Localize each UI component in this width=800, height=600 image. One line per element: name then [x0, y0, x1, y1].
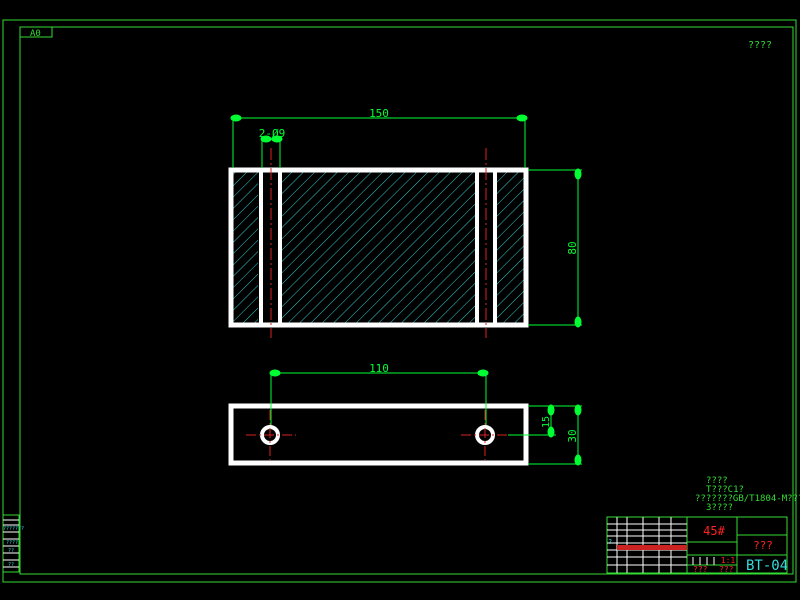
drawing-number: BT-04 — [746, 558, 788, 574]
top-view — [228, 148, 529, 338]
left-label-3: ?? — [8, 548, 14, 554]
dim-hole-height-15: 15 — [541, 416, 552, 428]
left-label-4: ?? — [8, 562, 14, 568]
note-title: ???? — [706, 476, 728, 486]
corner-mark: ???? — [748, 40, 772, 51]
front-view-dimensions — [269, 369, 582, 466]
material: 45# — [703, 524, 725, 538]
checker: ??? — [719, 565, 734, 574]
header-cells: ? — [608, 538, 612, 546]
left-label-1: ??????? — [3, 526, 24, 532]
title-block: ? — [606, 516, 788, 574]
note-1: T???C1? — [706, 485, 744, 495]
dim-thickness-30: 30 — [566, 429, 579, 442]
dim-holes: 2-Ø9 — [259, 127, 286, 140]
inner-frame — [19, 26, 794, 575]
left-strip — [2, 514, 20, 573]
note-2: ???????GB/T1804-M???? — [695, 494, 800, 504]
dim-height-80: 80 — [566, 241, 579, 254]
outer-frame — [2, 19, 797, 583]
sheet-size-label: A0 — [30, 29, 41, 39]
dim-hole-spacing-110: 110 — [369, 362, 389, 375]
size-label-box — [19, 26, 53, 38]
part-name: ??? — [753, 539, 773, 552]
note-3: 3???? — [706, 503, 733, 513]
designer: ??? — [693, 565, 708, 574]
scale: 1:1 — [721, 556, 736, 565]
front-view — [228, 403, 529, 466]
top-view-dimensions — [230, 114, 582, 328]
dim-length-150: 150 — [369, 107, 389, 120]
left-label-2: ???? — [6, 540, 18, 546]
